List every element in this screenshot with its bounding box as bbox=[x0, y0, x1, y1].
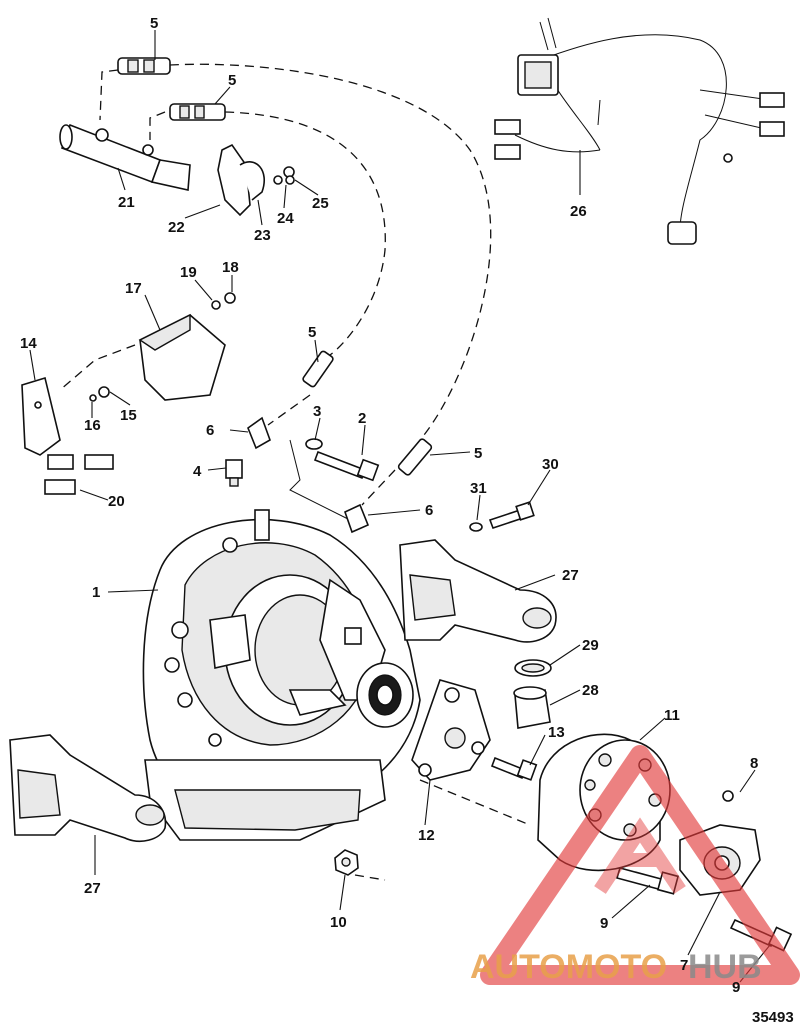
callout-9: 9 bbox=[732, 979, 740, 996]
callout-5: 5 bbox=[150, 15, 158, 32]
oil-cooler-21 bbox=[59, 123, 191, 191]
callout-24: 24 bbox=[277, 210, 294, 227]
engine-mount-27-left bbox=[9, 734, 167, 842]
engine-mount-27-right bbox=[399, 539, 557, 643]
transmission-housing-1 bbox=[142, 509, 421, 841]
watermark-logo bbox=[480, 745, 800, 985]
callout-9: 9 bbox=[600, 915, 608, 932]
callout-6: 6 bbox=[206, 422, 214, 439]
nut-10 bbox=[334, 849, 359, 876]
mounting-bracket-14 bbox=[21, 376, 61, 456]
watermark-text-primary: AUTOMOTO bbox=[470, 948, 667, 986]
sensor-5-top bbox=[117, 57, 171, 75]
sensor-5-mid bbox=[302, 350, 334, 388]
callout-17: 17 bbox=[125, 280, 142, 297]
elbow-fitting-6b bbox=[344, 503, 370, 534]
connectors-20 bbox=[44, 454, 114, 495]
callout-27: 27 bbox=[84, 880, 101, 897]
callout-22: 22 bbox=[168, 219, 185, 236]
callout-4: 4 bbox=[193, 463, 202, 480]
callout-1: 1 bbox=[92, 584, 100, 601]
mount-bracket-12 bbox=[411, 679, 491, 781]
callout-18: 18 bbox=[222, 259, 239, 276]
callout-12: 12 bbox=[418, 827, 435, 844]
callout-2: 2 bbox=[358, 410, 366, 427]
wiring-dashed-routes bbox=[59, 63, 531, 881]
callout-5: 5 bbox=[474, 445, 482, 462]
callout-labels: 5 5 21 22 23 24 25 26 19 18 17 14 15 16 … bbox=[20, 15, 758, 996]
seal-29 bbox=[514, 659, 552, 677]
callout-14: 14 bbox=[20, 335, 37, 352]
clamp-bracket-22 bbox=[217, 143, 295, 217]
callout-19: 19 bbox=[180, 264, 197, 281]
switch-4 bbox=[225, 459, 243, 487]
figure-number: 35493 bbox=[752, 1009, 794, 1026]
sensor-5-low bbox=[397, 438, 433, 476]
callout-23: 23 bbox=[254, 227, 271, 244]
watermark-text-secondary: HUB bbox=[688, 948, 762, 986]
callout-3: 3 bbox=[313, 403, 321, 420]
sensor-5-second bbox=[169, 103, 226, 121]
bolt-13 bbox=[490, 756, 538, 781]
fasteners-15-16-18-19 bbox=[89, 292, 236, 402]
callout-10: 10 bbox=[330, 914, 347, 931]
washer-31 bbox=[469, 522, 483, 532]
callout-11: 11 bbox=[664, 707, 680, 724]
bolt-9-upper bbox=[615, 867, 680, 895]
callout-28: 28 bbox=[582, 682, 599, 699]
callout-20: 20 bbox=[108, 493, 125, 510]
callout-29: 29 bbox=[582, 637, 599, 654]
elbow-fitting-6a bbox=[247, 416, 271, 450]
callout-6: 6 bbox=[425, 502, 433, 519]
callout-26: 26 bbox=[570, 203, 587, 220]
callout-7: 7 bbox=[680, 957, 688, 974]
callout-21: 21 bbox=[118, 194, 135, 211]
bushing-28 bbox=[513, 686, 551, 729]
callout-27: 27 bbox=[562, 567, 579, 584]
callout-30: 30 bbox=[542, 456, 559, 473]
callout-25: 25 bbox=[312, 195, 329, 212]
plug-8 bbox=[722, 790, 734, 802]
wiring-harness-26 bbox=[494, 17, 785, 245]
callout-8: 8 bbox=[750, 755, 758, 772]
bolt-30 bbox=[488, 501, 535, 530]
shift-module-17 bbox=[138, 313, 226, 401]
callout-5: 5 bbox=[308, 324, 316, 341]
washer-3 bbox=[305, 438, 323, 450]
callout-16: 16 bbox=[84, 417, 101, 434]
callout-5: 5 bbox=[228, 72, 236, 89]
callout-31: 31 bbox=[470, 480, 487, 497]
bolt-2 bbox=[313, 450, 380, 482]
callout-13: 13 bbox=[548, 724, 565, 741]
callout-15: 15 bbox=[120, 407, 137, 424]
